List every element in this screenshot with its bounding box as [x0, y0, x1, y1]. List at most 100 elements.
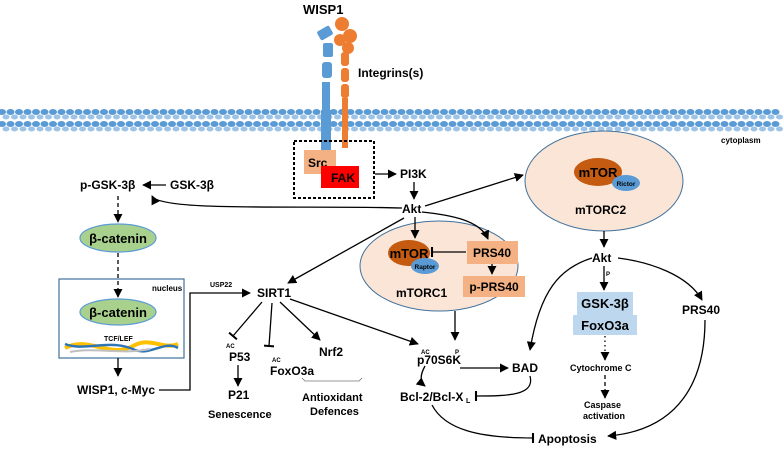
edge-akt2-prs40 [617, 257, 703, 301]
membrane-lipid-head [11, 126, 18, 132]
membrane-lipid-head [295, 109, 304, 115]
membrane-lipid-head [23, 121, 32, 127]
nucleus-label: nucleus [152, 284, 183, 293]
membrane-lipid-head [308, 126, 316, 132]
membrane-lipid-head [0, 109, 6, 115]
edge-akt-sirt1 [287, 217, 405, 284]
membrane-lipid-head [606, 126, 613, 132]
membrane-lipid-head [142, 109, 151, 115]
membrane-lipid-head [363, 121, 372, 127]
focal-adhesion-complex [293, 140, 375, 199]
antioxidant-label: Antioxidant [302, 392, 363, 404]
membrane-lipid-head [172, 126, 180, 132]
membrane-lipid-head [691, 114, 698, 120]
edge-cmyc-sirt1 [159, 288, 251, 391]
membrane-lipid-head [74, 121, 83, 127]
membrane-lipid-head [91, 121, 100, 127]
membrane-lipid-head [278, 109, 287, 115]
membrane-lipid-head [640, 114, 647, 120]
integrin-beta-head [317, 25, 333, 41]
membrane-lipid-head [236, 121, 244, 127]
membrane-lipid-head [708, 114, 715, 120]
p-gsk3b-label: p-GSK-3β [80, 178, 135, 192]
membrane-lipid-head [36, 114, 44, 120]
integrin-alpha-domain [342, 42, 354, 54]
membrane-lipid-head [470, 114, 477, 120]
membrane-lipid-head [142, 121, 151, 127]
usp22-label: USP22 [210, 282, 232, 289]
membrane-lipid-head [70, 126, 78, 132]
membrane-lipid-head [427, 114, 435, 120]
membrane-lipid-head [678, 121, 686, 127]
membrane-lipid-head [597, 114, 605, 120]
membrane-lipid-head [312, 121, 321, 127]
membrane-lipid-head [593, 109, 601, 115]
membrane-lipid-head [304, 121, 312, 127]
membrane-lipid-head [125, 109, 134, 115]
membrane-lipid-head [487, 114, 494, 120]
edge-prs40-apoptosis [607, 319, 706, 440]
membrane-lipid-head [202, 109, 210, 115]
membrane-lipid-head [372, 109, 380, 115]
edge-p70s6k-bcl2 [415, 365, 426, 387]
membrane-lipid-head [45, 114, 52, 120]
membrane-lipid-head [53, 114, 61, 120]
membrane-lipid-head [601, 109, 610, 115]
membrane-lipid-head [725, 126, 732, 132]
membrane-lipid-head [2, 126, 10, 132]
membrane-lipid-head [287, 121, 295, 127]
membrane-lipid-head [206, 126, 214, 132]
membrane-lipid-head [521, 114, 528, 120]
membrane-lipid-head [79, 126, 86, 132]
membrane-lipid-head [117, 109, 125, 115]
membrane-lipid-head [380, 109, 389, 115]
p-prs40-box [463, 276, 525, 297]
membrane-lipid-head [776, 114, 783, 120]
membrane-lipid-head [457, 109, 465, 115]
membrane-lipid-head [461, 126, 469, 132]
membrane-lipid-head [465, 121, 474, 127]
membrane-lipid-head [270, 121, 278, 127]
membrane-lipid-head [512, 114, 520, 120]
membrane-lipid-head [274, 126, 282, 132]
membrane-lipid-head [96, 114, 103, 120]
membrane-lipid-head [550, 109, 559, 115]
membrane-lipid-head [580, 126, 588, 132]
membrane-lipid-head [402, 126, 409, 132]
membrane-lipid-head [227, 121, 236, 127]
membrane-lipid-head [113, 114, 120, 120]
membrane-lipid-head [423, 121, 431, 127]
gsk3b-top-label: GSK-3β [170, 178, 214, 192]
membrane-lipid-head [657, 126, 664, 132]
membrane-lipid-head [206, 114, 214, 120]
membrane-lipid-head [138, 114, 146, 120]
edge-akt-mtorc2 [424, 173, 524, 207]
tcf-lef-label: TCF/LEF [104, 336, 133, 343]
membrane-lipid-head [652, 121, 661, 127]
membrane-lipid-head [368, 114, 375, 120]
edge-sirt1-nrf2 [279, 301, 321, 341]
membrane-lipid-head [606, 114, 613, 120]
membrane-lipid-head [376, 114, 384, 120]
membrane-lipid-head [70, 114, 78, 120]
membrane-lipid-head [393, 114, 401, 120]
membrane-lipid-head [555, 114, 562, 120]
membrane-lipid-head [776, 126, 783, 132]
membrane-lipid-head [567, 109, 576, 115]
membrane-lipid-head [223, 126, 231, 132]
membrane-lipid-head [729, 121, 737, 127]
wisp1-cmyc-label: WISP1, c-Myc [77, 383, 155, 397]
membrane-lipid-head [669, 121, 678, 127]
mtorc2-label: mTORC2 [575, 203, 626, 217]
akt-label: Akt [402, 202, 421, 216]
membrane-lipid-head [559, 109, 567, 115]
membrane-lipid-head [661, 109, 669, 115]
membrane-lipid-head [189, 114, 197, 120]
membrane-lipid-head [729, 109, 737, 115]
membrane-lipid-head [635, 121, 644, 127]
membrane-lipid-head [28, 126, 35, 132]
membrane-lipid-head [253, 121, 261, 127]
membrane-lipid-head [410, 114, 418, 120]
membrane-lipid-head [440, 109, 448, 115]
membrane-lipid-head [155, 126, 163, 132]
